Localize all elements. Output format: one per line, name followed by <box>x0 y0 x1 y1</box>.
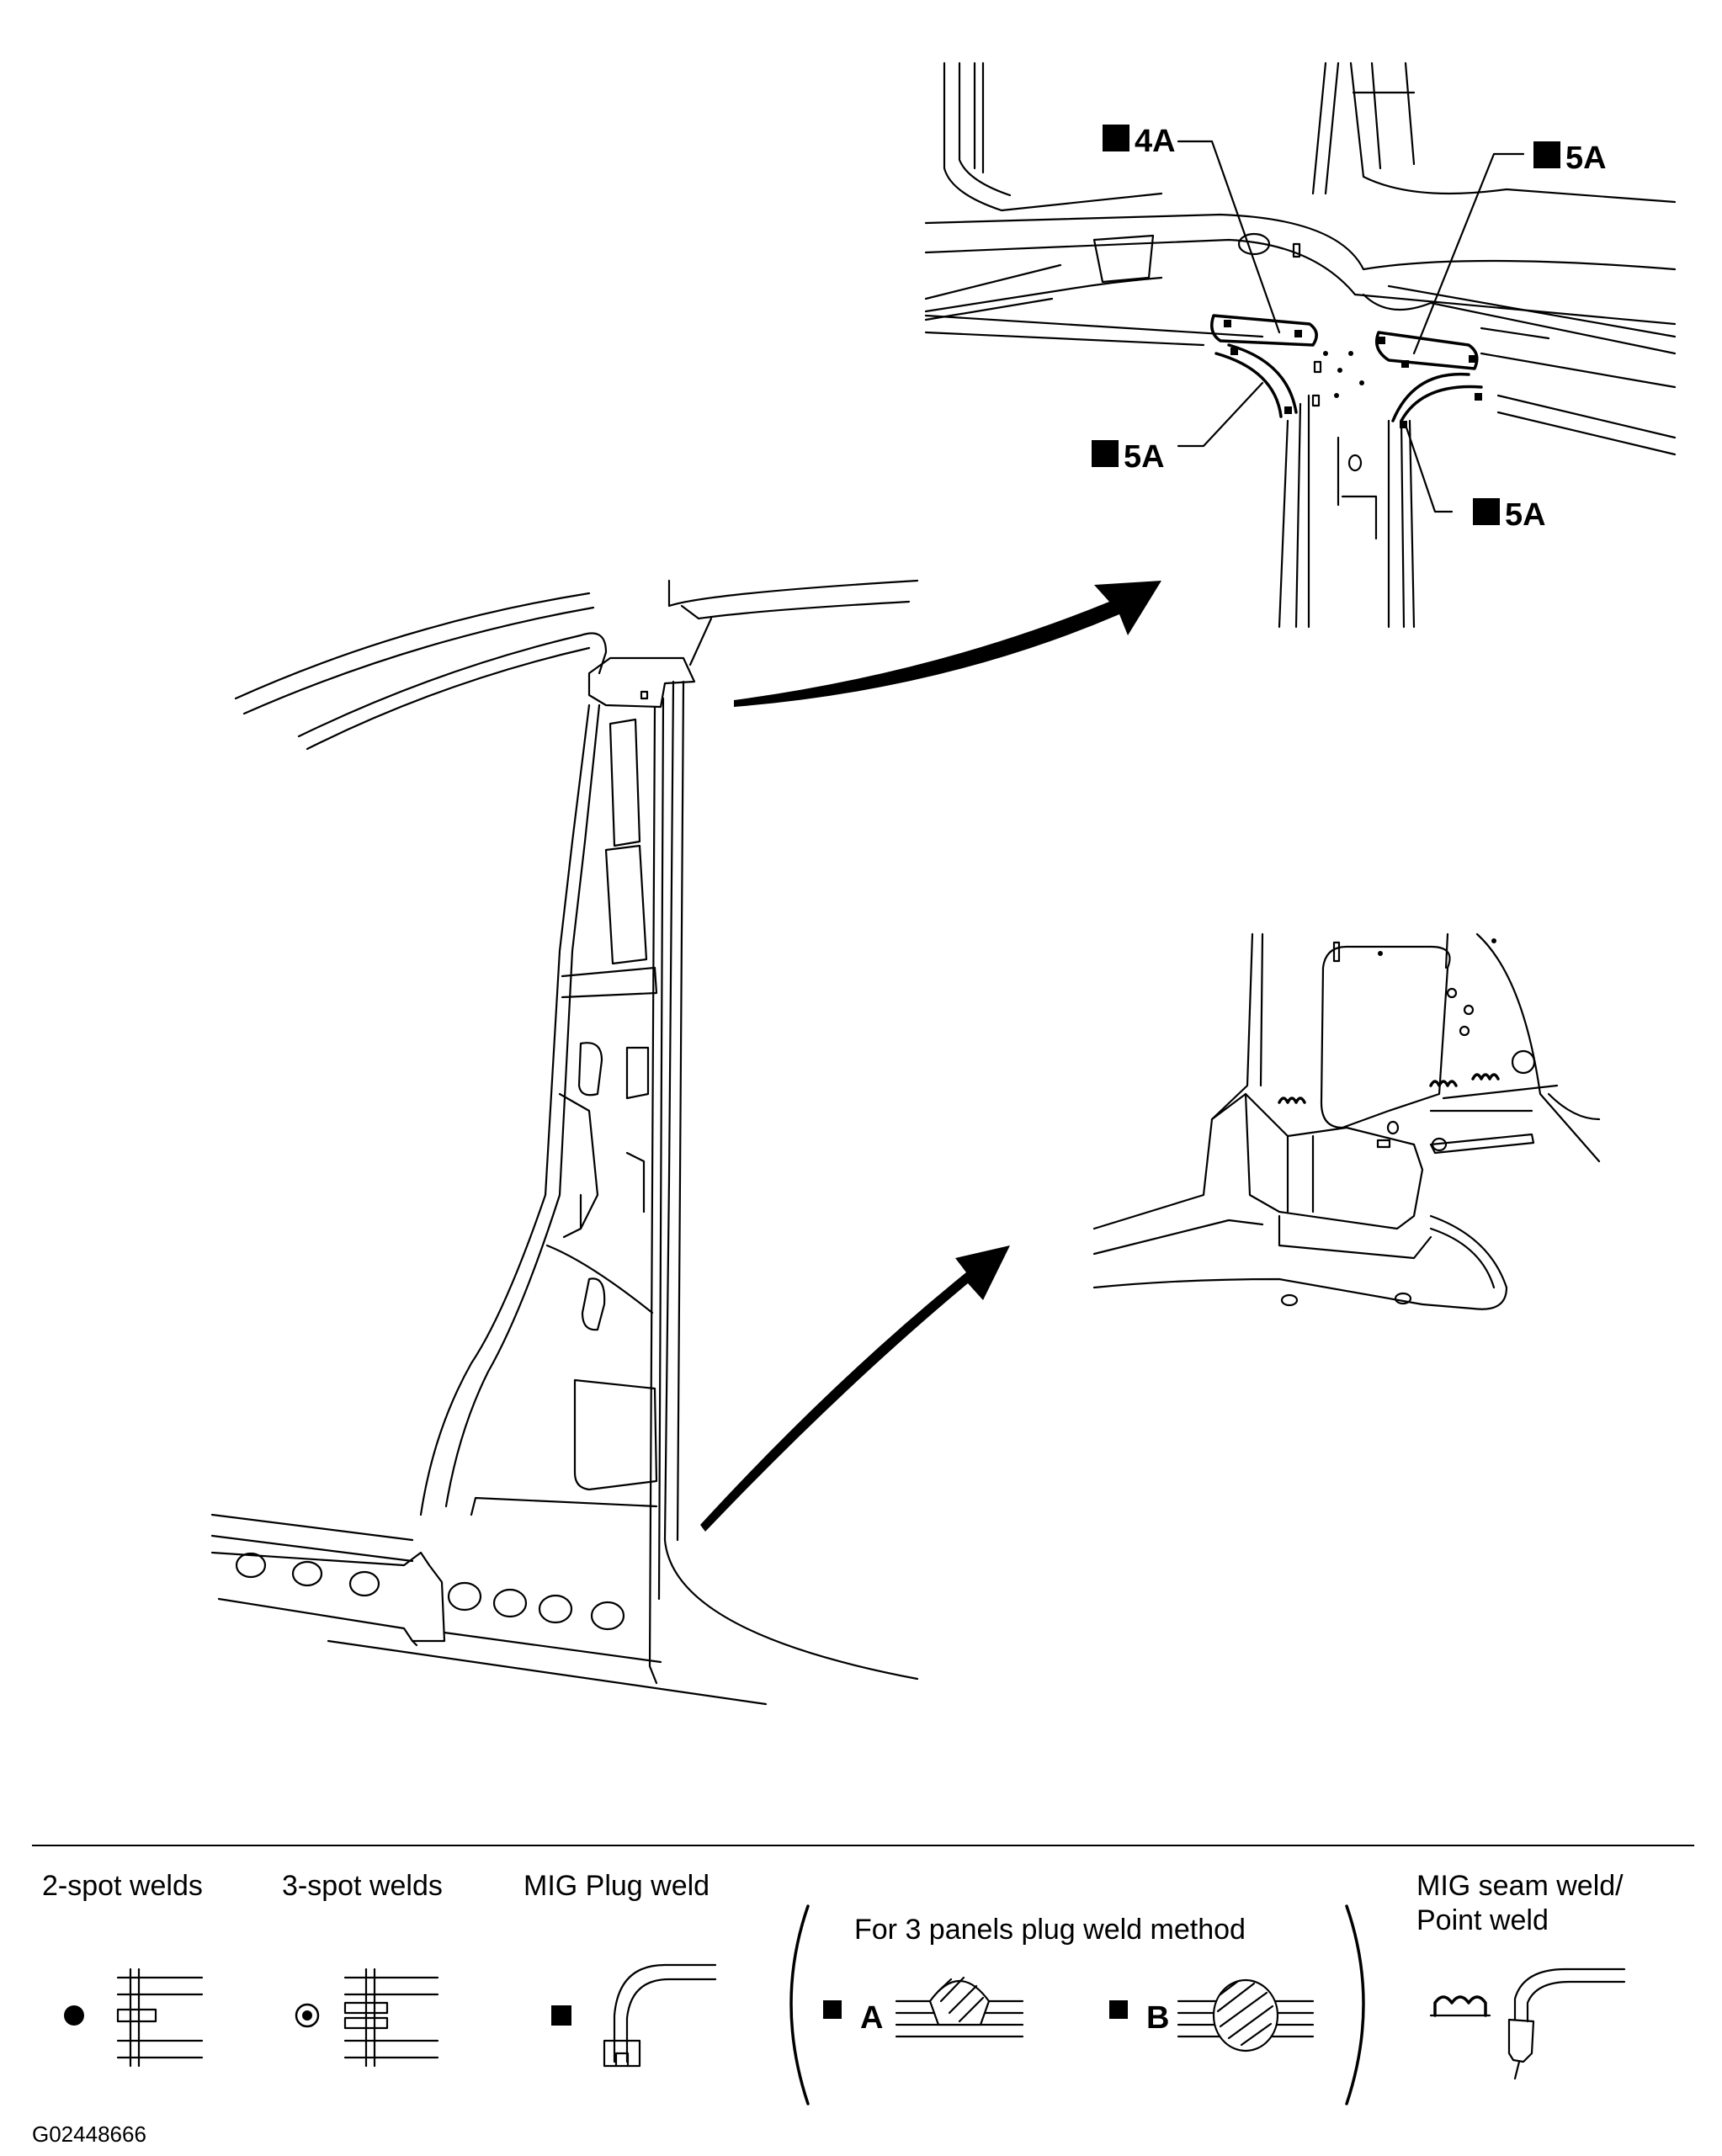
mig-plug-weld-icon <box>551 1963 717 2068</box>
legend-mig-seam-label-2: Point weld <box>1416 1904 1549 1936</box>
leader-5a-right <box>1404 423 1454 513</box>
svg-text:5A: 5A <box>1505 497 1546 533</box>
right-paren <box>1345 1904 1365 2106</box>
svg-text:A: A <box>860 2000 883 2036</box>
svg-text:5A: 5A <box>1565 141 1607 176</box>
leader-4a <box>1177 140 1281 334</box>
legend-2-spot-label: 2-spot welds <box>42 1870 203 1902</box>
svg-text:5A: 5A <box>1124 439 1165 475</box>
left-paren <box>789 1904 810 2106</box>
lower-detail-view <box>1092 932 1601 1310</box>
figure-id: G02448666 <box>32 2121 146 2147</box>
mig-seam-weld-icon <box>1429 1967 1626 2080</box>
upper-detail-view <box>924 61 1677 629</box>
leader-5a-left <box>1177 381 1264 448</box>
three-spot-weld-icon <box>295 1967 439 2068</box>
legend-mig-plug-label: MIG Plug weld <box>524 1870 710 1902</box>
legend-mig-seam-label-1: MIG seam weld/ <box>1416 1870 1624 1902</box>
plug-method-a: A <box>823 1976 1024 2038</box>
callout-5a-top: 5A <box>1533 141 1607 176</box>
arrow-to-upper-detail <box>734 581 1161 707</box>
callout-4a: 4A <box>1103 124 1176 159</box>
two-spot-weld-icon <box>64 1967 204 2068</box>
svg-text:4A: 4A <box>1135 124 1176 159</box>
callout-5a-right: 5A <box>1473 497 1546 533</box>
plug-method-b: B <box>1109 1978 1315 2052</box>
leader-5a-top <box>1412 152 1525 355</box>
legend-3-panel-title: For 3 panels plug weld method <box>854 1914 1246 1946</box>
svg-text:B: B <box>1146 2000 1169 2036</box>
callout-5a-left: 5A <box>1092 439 1165 475</box>
legend-3-spot-label: 3-spot welds <box>282 1870 443 1902</box>
arrow-to-lower-detail <box>700 1245 1010 1532</box>
b-pillar-main-view <box>210 579 919 1706</box>
